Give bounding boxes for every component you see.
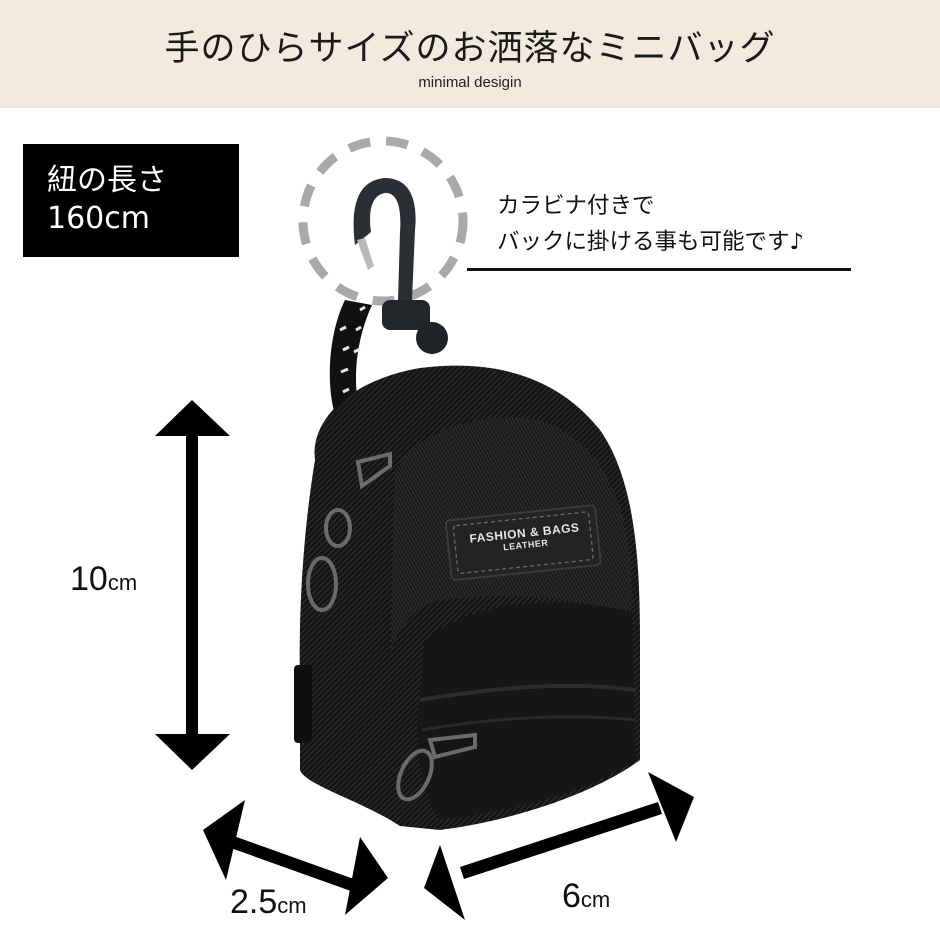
- carabiner-callout: カラビナ付きで バックに掛ける事も可能です♪: [497, 188, 804, 260]
- zipper-pull-icon: [306, 451, 477, 802]
- page-title: 手のひらサイズのお洒落なミニバッグ: [164, 29, 776, 69]
- height-arrow-icon: [155, 400, 230, 770]
- width-dimension-label: 6cm: [562, 877, 610, 916]
- depth-value: 2.5: [230, 883, 278, 921]
- width-value: 6: [562, 877, 581, 915]
- cord-length-value: 160cm: [47, 201, 150, 236]
- callout-line2: バックに掛ける事も可能です♪: [497, 229, 804, 255]
- page-subtitle: minimal desigin: [418, 74, 522, 91]
- width-unit: cm: [580, 887, 611, 912]
- depth-arrow-icon: [203, 800, 388, 915]
- carabiner-icon: [353, 178, 448, 354]
- cord-length-badge: 紐の長さ 160cm: [23, 144, 239, 257]
- height-dimension-label: 10cm: [70, 560, 137, 599]
- bag-image: [294, 365, 640, 830]
- callout-line1: カラビナ付きで: [497, 193, 655, 219]
- height-unit: cm: [107, 570, 138, 595]
- strap-icon: [329, 300, 372, 415]
- header-band: [0, 0, 940, 108]
- brand-patch: [444, 504, 602, 581]
- depth-unit: cm: [277, 893, 307, 918]
- cord-length-label: 紐の長さ: [47, 163, 167, 198]
- depth-dimension-label: 2.5cm: [230, 883, 307, 922]
- highlight-circle: [298, 136, 468, 306]
- width-arrow-icon: [424, 772, 694, 920]
- height-value: 10: [70, 560, 108, 598]
- callout-underline: [467, 268, 851, 271]
